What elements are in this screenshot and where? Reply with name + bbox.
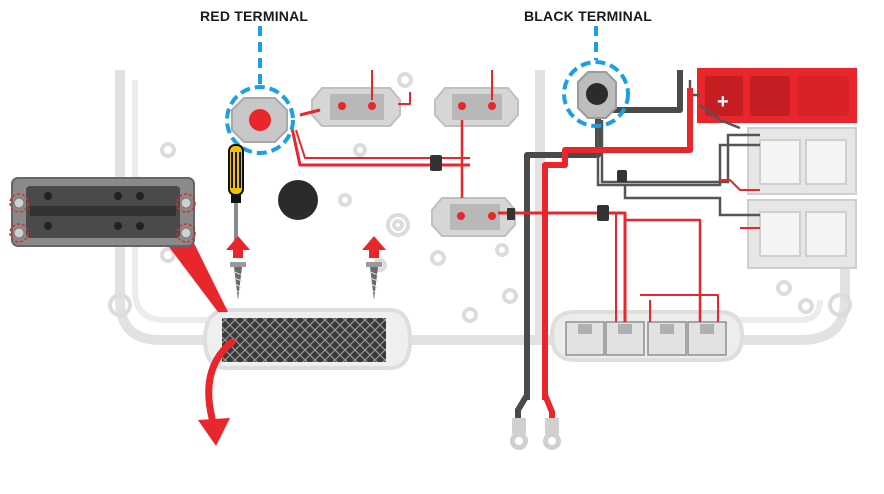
fuse-block: + xyxy=(697,68,857,123)
arrow-up-right-icon xyxy=(362,236,386,258)
red-terminal-label: RED TERMINAL xyxy=(200,8,308,24)
housing-outline xyxy=(115,70,850,345)
black-terminal-post xyxy=(577,71,617,119)
bottom-connector-pins xyxy=(578,324,714,334)
black-terminal-highlight-ring xyxy=(562,60,630,128)
thin-black-wires xyxy=(596,80,760,217)
red-terminal-post xyxy=(231,97,288,143)
fuse-plus-symbol: + xyxy=(717,91,729,113)
cover-panel-screw-highlights xyxy=(9,193,196,243)
red-terminal-highlight-ring xyxy=(225,85,295,155)
screw-left-icon xyxy=(230,262,246,300)
housing-thin-lines xyxy=(132,80,823,323)
black-knob xyxy=(278,180,318,220)
black-terminal-label: BLACK TERMINAL xyxy=(524,8,652,24)
breaker-top-left xyxy=(311,87,401,127)
housing-mounting-holes xyxy=(108,72,852,323)
relay-blocks xyxy=(747,127,857,269)
wire-clips xyxy=(430,155,627,221)
callout-wedge xyxy=(160,235,228,312)
vent-grille xyxy=(222,318,386,362)
arrow-up-left-icon xyxy=(226,236,250,258)
red-wires xyxy=(290,70,760,400)
ring-terminal-black xyxy=(510,393,530,450)
ring-terminal-red xyxy=(542,393,561,450)
cover-panel-screws xyxy=(13,197,192,239)
curved-arrow-down-icon xyxy=(198,338,236,446)
screwdriver-icon xyxy=(228,144,244,241)
cover-panel xyxy=(11,177,195,247)
screw-right-icon xyxy=(366,262,382,300)
breaker-middle xyxy=(431,197,516,237)
breaker-top-right xyxy=(434,87,519,127)
